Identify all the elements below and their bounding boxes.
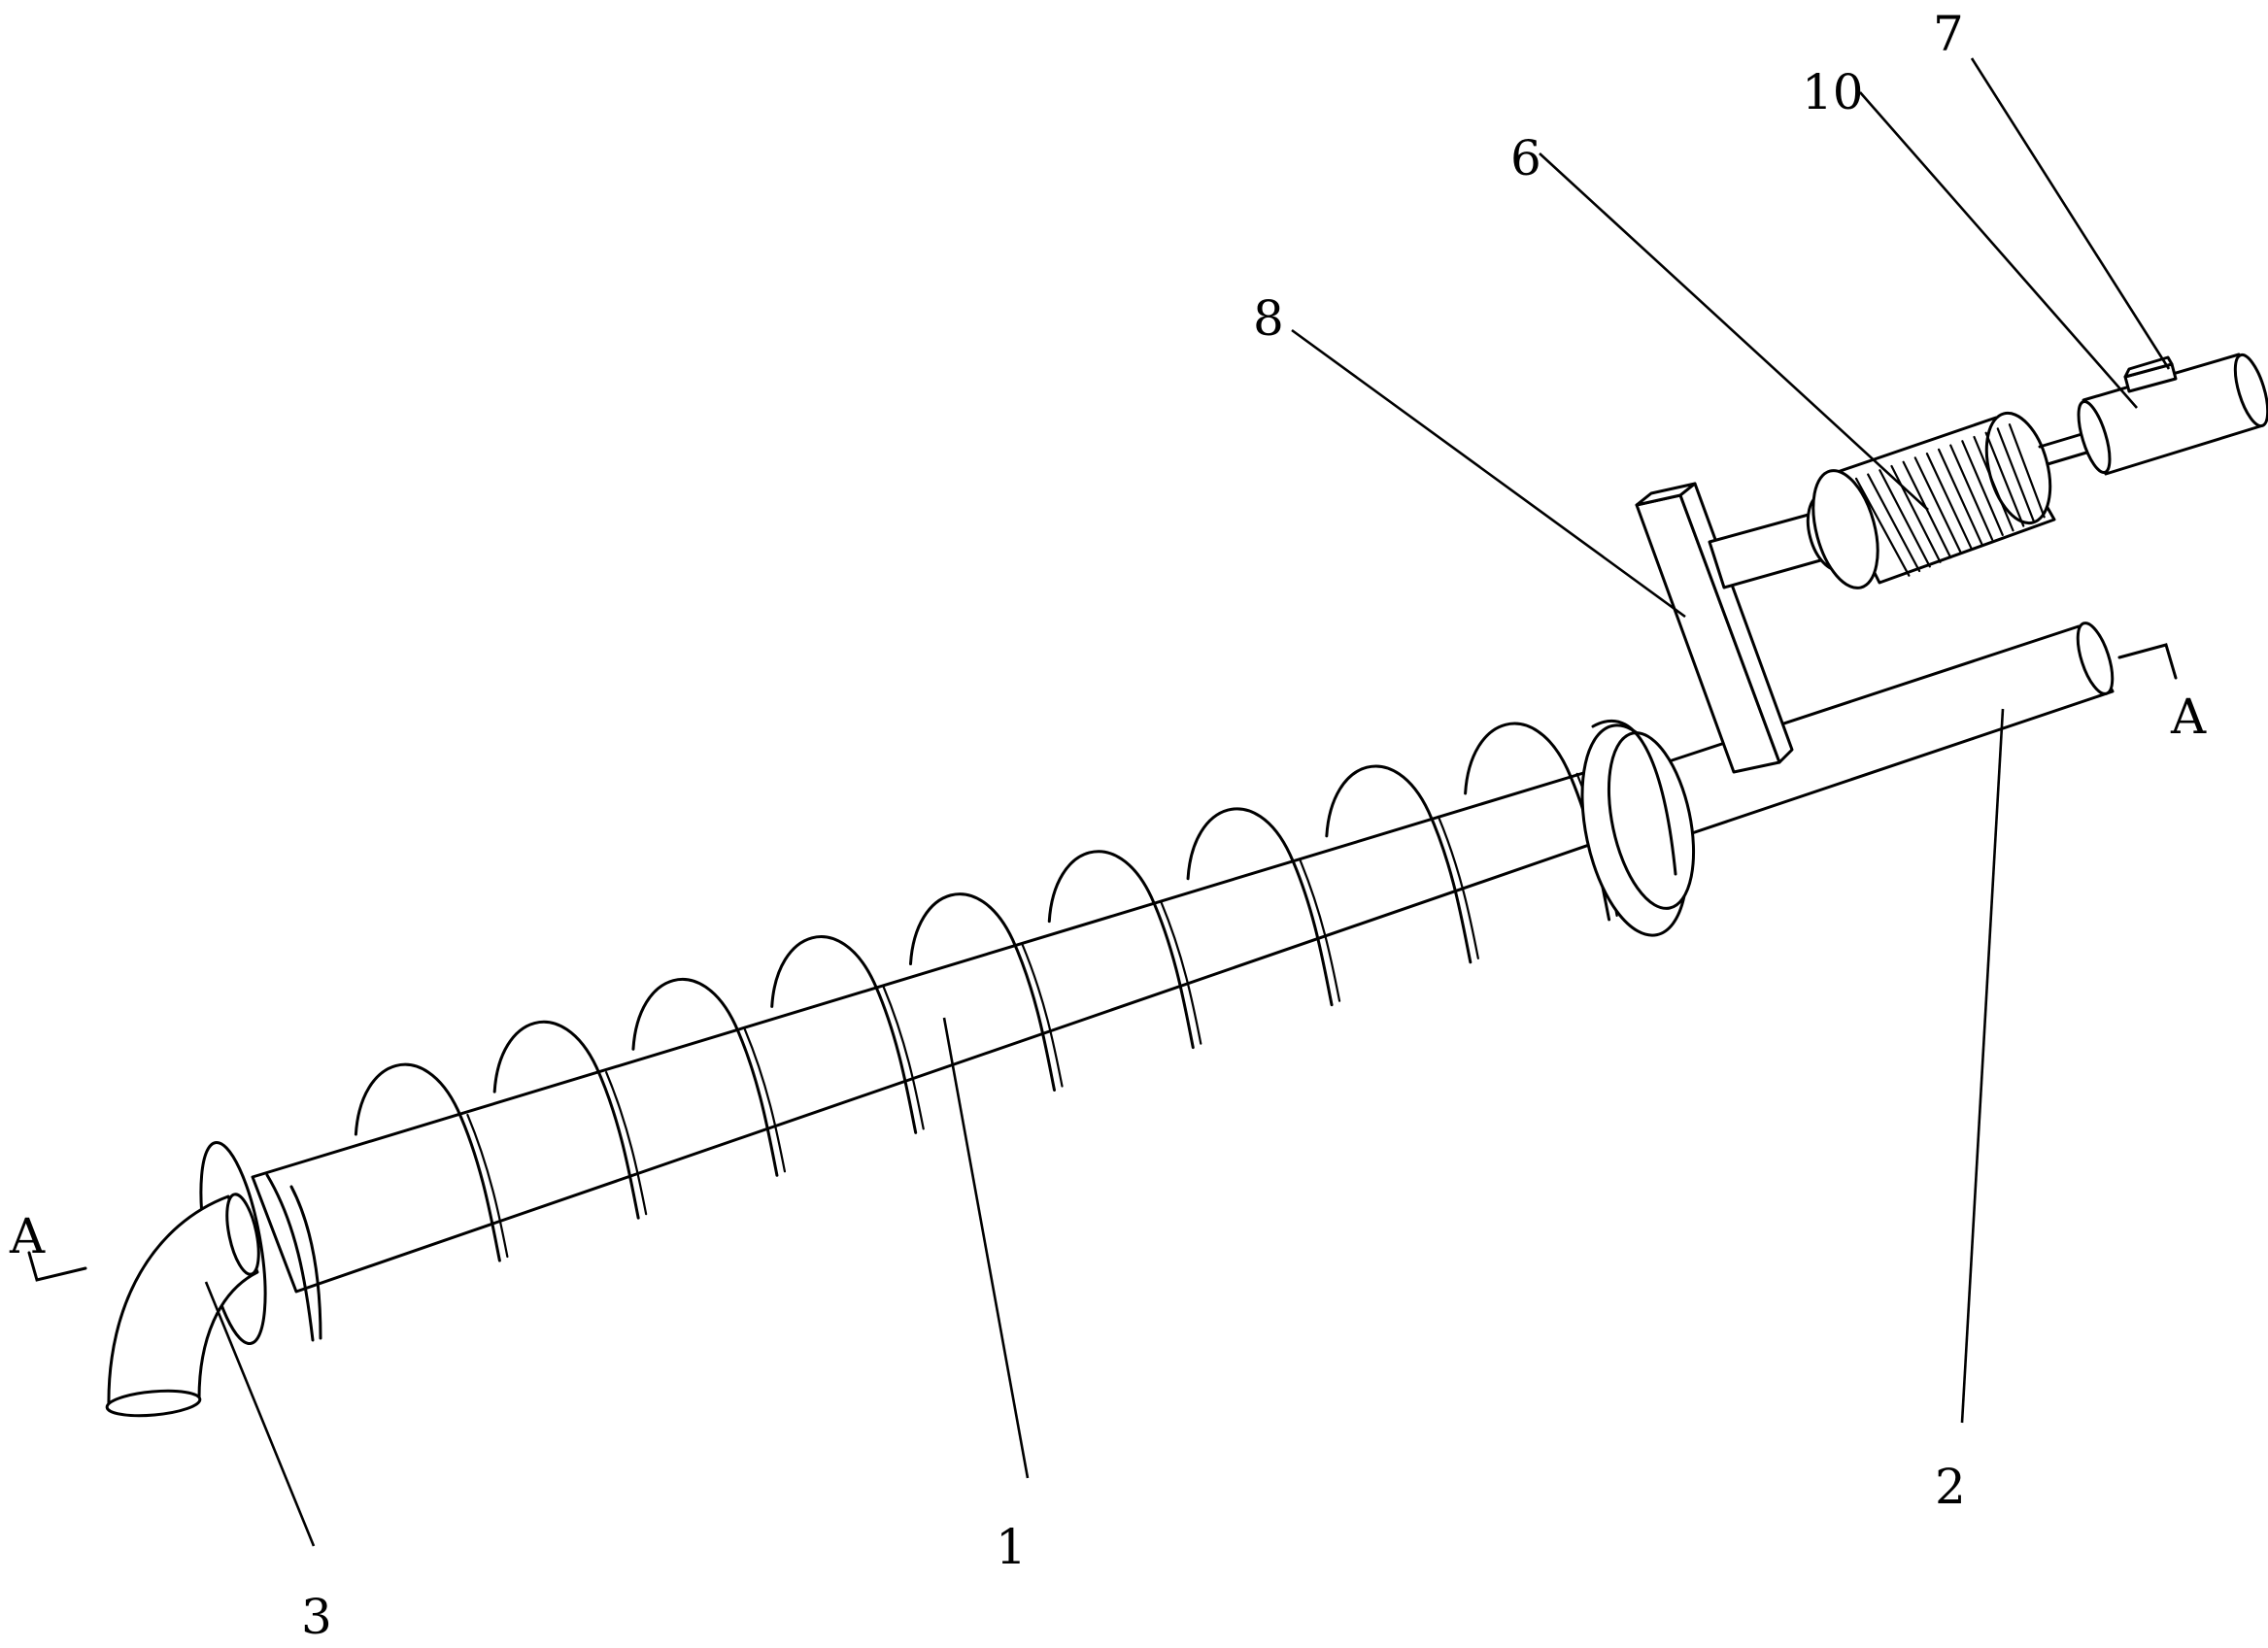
section-marker-left: A	[9, 1208, 87, 1282]
flight-arc	[909, 892, 1056, 1092]
flight-edge	[1021, 943, 1064, 1088]
label-part-2: 2	[1935, 1459, 1966, 1515]
leader-lines	[204, 57, 2171, 1547]
flight-arc	[770, 935, 918, 1134]
motor-rib	[1925, 453, 1973, 550]
terminal-box	[2123, 355, 2178, 393]
motor-rib	[1937, 448, 1983, 546]
label-part-8: 8	[1253, 290, 1284, 347]
support-bracket	[1635, 482, 1794, 774]
flight-edge	[882, 986, 925, 1130]
section-marker-right: A	[2117, 643, 2207, 745]
label-part-7: 7	[1933, 6, 1964, 62]
motor-rib	[1913, 456, 1963, 555]
flight-edge	[1160, 900, 1202, 1045]
motor-rib	[1961, 440, 2004, 536]
flight-arc	[354, 1062, 501, 1262]
flight-arc	[631, 977, 779, 1177]
section-label-right: A	[2170, 689, 2207, 745]
motor-rib	[1879, 469, 1931, 568]
motor-rib	[1973, 435, 2014, 532]
label-part-1: 1	[996, 1519, 1027, 1575]
auger-flights	[354, 722, 1618, 1262]
flight-edge	[1437, 815, 1479, 959]
flight-edge	[466, 1113, 509, 1259]
motor-rib	[1867, 473, 1921, 573]
part-labels: 1 2 3 6 7 8 10	[301, 6, 1966, 1645]
label-part-6: 6	[1510, 130, 1541, 186]
label-part-10: 10	[1802, 64, 1864, 120]
section-label-left: A	[9, 1208, 46, 1264]
flight-edge	[743, 1028, 787, 1173]
flight-edge	[1298, 858, 1341, 1002]
inlet-elbow	[105, 1193, 260, 1418]
gearbox	[2077, 353, 2268, 476]
motor	[1806, 411, 2056, 589]
flight-arc	[1325, 764, 1473, 964]
label-part-3: 3	[301, 1589, 332, 1645]
motor-rib	[1996, 427, 2036, 523]
motor-rib	[1854, 477, 1911, 577]
flight-arc	[1186, 807, 1334, 1007]
motor-rib	[1890, 464, 1942, 563]
flight-arc	[1047, 850, 1195, 1050]
motor-rib	[1949, 444, 1994, 541]
right-end-flange	[1580, 719, 1696, 937]
flight-arc	[492, 1020, 640, 1220]
motor-rib	[2008, 423, 2046, 519]
motor-rib	[1984, 431, 2025, 527]
flight-edge	[605, 1071, 648, 1216]
